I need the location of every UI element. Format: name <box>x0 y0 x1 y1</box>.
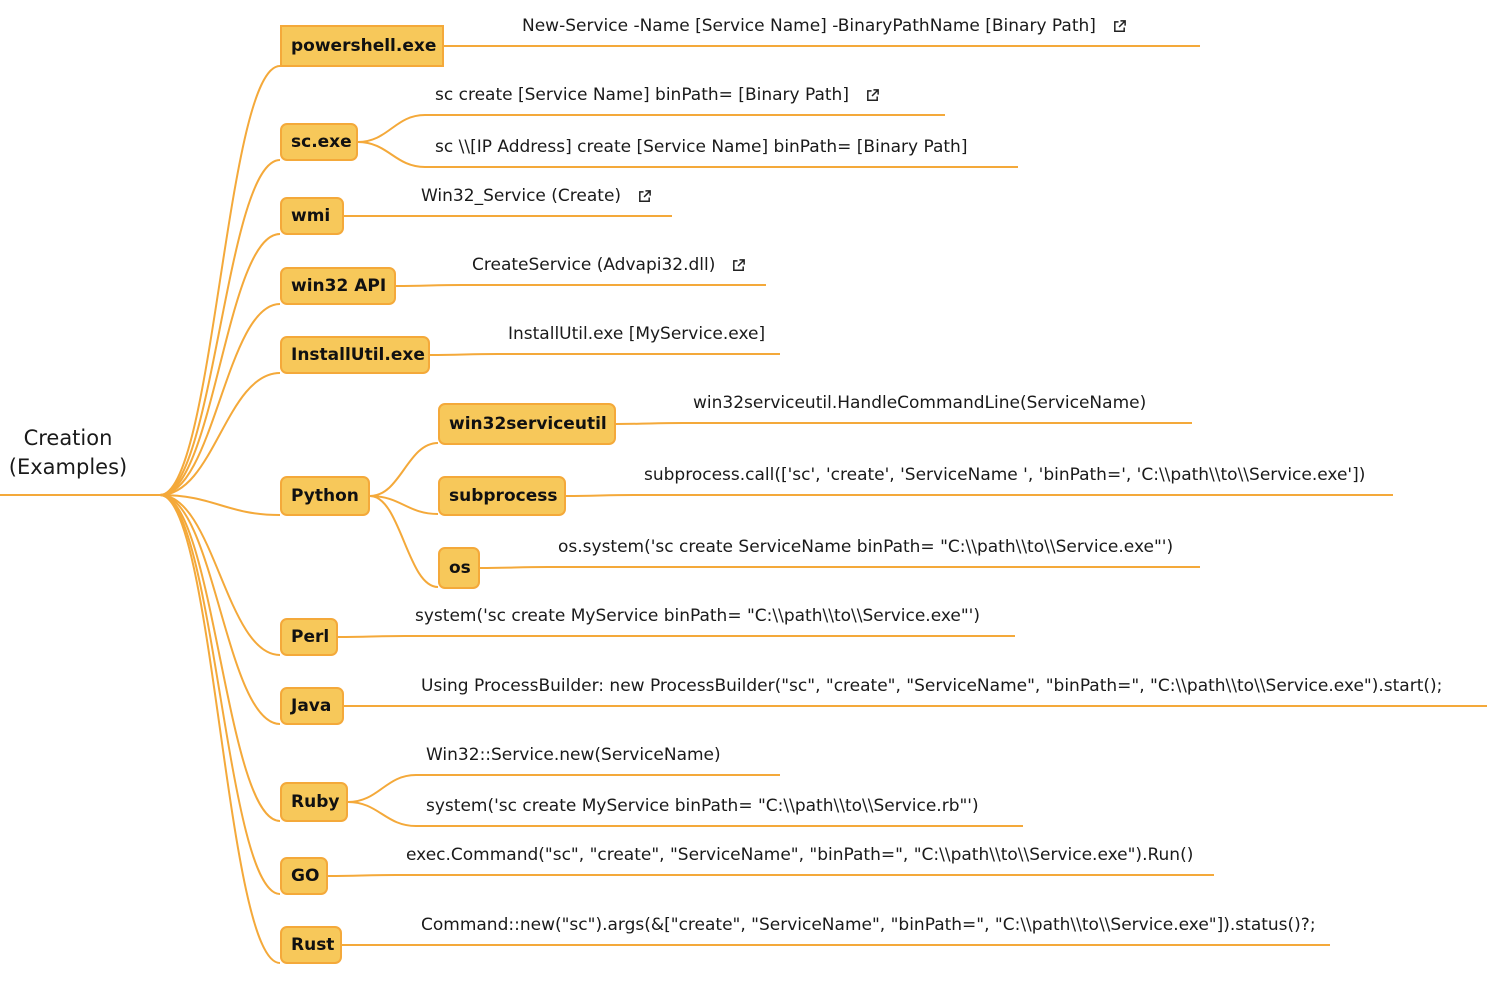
node-label: powershell.exe <box>291 36 437 56</box>
node-label: Python <box>291 486 359 506</box>
leaf-item: system('sc create MyService binPath= "C:… <box>426 795 979 817</box>
node-perl[interactable]: Perl <box>280 618 338 656</box>
leaf-text: CreateService (Advapi32.dll) <box>472 255 716 275</box>
leaf-text: win32serviceutil.HandleCommandLine(Servi… <box>693 393 1147 413</box>
branch-connector <box>159 494 281 895</box>
leaf-connector <box>347 801 417 827</box>
external-link-icon[interactable] <box>865 88 880 103</box>
node-label: sc.exe <box>291 132 352 152</box>
leaf-text: subprocess.call(['sc', 'create', 'Servic… <box>644 465 1366 485</box>
leaf-connector <box>429 353 499 356</box>
leaf-text: os.system('sc create ServiceName binPath… <box>558 537 1174 557</box>
leaf-item: sc create [Service Name] binPath= [Binar… <box>435 84 880 106</box>
node-label: Rust <box>291 935 335 955</box>
leaf-item: Win32::Service.new(ServiceName) <box>426 744 721 766</box>
node-win32-api[interactable]: win32 API <box>280 267 396 305</box>
node-label: GO <box>291 866 320 886</box>
node-win32serviceutil[interactable]: win32serviceutil <box>438 403 616 445</box>
leaf-connector <box>479 566 549 569</box>
branch-connector <box>159 494 281 656</box>
node-label: wmi <box>291 206 331 226</box>
leaf-connector <box>395 284 463 287</box>
child-connector <box>369 442 439 497</box>
branch-connector <box>159 372 281 496</box>
leaf-item: win32serviceutil.HandleCommandLine(Servi… <box>693 392 1146 414</box>
node-sc-exe[interactable]: sc.exe <box>280 123 358 161</box>
leaf-item: os.system('sc create ServiceName binPath… <box>558 536 1173 558</box>
node-label: win32serviceutil <box>449 414 607 434</box>
root-title: Creation <box>23 426 113 450</box>
node-rust[interactable]: Rust <box>280 926 342 964</box>
node-label: Ruby <box>291 792 340 812</box>
external-link-icon[interactable] <box>1112 19 1127 34</box>
leaf-text: InstallUtil.exe [MyService.exe] <box>508 324 766 344</box>
node-ruby[interactable]: Ruby <box>280 782 348 822</box>
node-label: Java <box>291 696 332 716</box>
leaf-connector <box>347 774 417 803</box>
branch-connector <box>159 233 281 496</box>
leaf-item: subprocess.call(['sc', 'create', 'Servic… <box>644 464 1365 486</box>
node-label: InstallUtil.exe <box>291 345 425 365</box>
leaf-text: New-Service -Name [Service Name] -Binary… <box>522 16 1096 36</box>
node-go[interactable]: GO <box>280 857 328 895</box>
leaf-item: InstallUtil.exe [MyService.exe] <box>508 323 765 345</box>
leaf-connector <box>327 874 397 877</box>
node-python[interactable]: Python <box>280 476 370 516</box>
root-subtitle: (Examples) <box>8 455 128 479</box>
node-wmi[interactable]: wmi <box>280 197 344 235</box>
node-java[interactable]: Java <box>280 687 344 725</box>
leaf-connector <box>565 494 635 497</box>
leaf-item: Using ProcessBuilder: new ProcessBuilder… <box>421 675 1442 697</box>
leaf-connector <box>357 114 426 143</box>
node-subprocess[interactable]: subprocess <box>438 476 566 516</box>
leaf-connector <box>357 141 426 168</box>
leaf-text: Win32::Service.new(ServiceName) <box>426 745 721 765</box>
node-installutil-exe[interactable]: InstallUtil.exe <box>280 336 430 374</box>
leaf-item: Command::new("sc").args(&["create", "Ser… <box>421 914 1316 936</box>
root-node: Creation (Examples) <box>0 424 136 482</box>
leaf-connector <box>615 422 684 425</box>
leaf-text: sc create [Service Name] binPath= [Binar… <box>435 85 849 105</box>
branch-connector <box>159 494 281 725</box>
external-link-icon[interactable] <box>731 258 746 273</box>
node-label: os <box>449 558 471 578</box>
leaf-text: system('sc create MyService binPath= "C:… <box>426 796 979 816</box>
leaf-connector <box>337 635 406 638</box>
node-label: subprocess <box>449 486 558 506</box>
leaf-text: exec.Command("sc", "create", "ServiceNam… <box>406 845 1194 865</box>
leaf-item: New-Service -Name [Service Name] -Binary… <box>522 15 1127 37</box>
leaf-text: Win32_Service (Create) <box>421 186 622 206</box>
node-label: Perl <box>291 627 330 647</box>
child-connector <box>369 495 439 588</box>
leaf-item: sc \\[IP Address] create [Service Name] … <box>435 136 967 158</box>
leaf-item: CreateService (Advapi32.dll) <box>472 254 746 276</box>
external-link-icon[interactable] <box>637 189 652 204</box>
leaf-item: Win32_Service (Create) <box>421 185 652 207</box>
branch-connector <box>159 494 281 964</box>
node-powershell-exe[interactable]: powershell.exe <box>280 25 444 67</box>
branch-connector <box>159 159 281 496</box>
node-label: win32 API <box>291 276 387 296</box>
child-connector <box>369 495 439 515</box>
node-os[interactable]: os <box>438 547 480 589</box>
leaf-item: exec.Command("sc", "create", "ServiceNam… <box>406 844 1193 866</box>
leaf-text: Command::new("sc").args(&["create", "Ser… <box>421 915 1316 935</box>
branch-connector <box>159 65 281 496</box>
leaf-text: system('sc create MyService binPath= "C:… <box>415 606 980 626</box>
leaf-item: system('sc create MyService binPath= "C:… <box>415 605 980 627</box>
branch-connector <box>159 494 281 822</box>
leaf-text: sc \\[IP Address] create [Service Name] … <box>435 137 968 157</box>
branch-connector <box>159 494 281 516</box>
branch-connector <box>159 303 281 496</box>
leaf-text: Using ProcessBuilder: new ProcessBuilder… <box>421 676 1443 696</box>
